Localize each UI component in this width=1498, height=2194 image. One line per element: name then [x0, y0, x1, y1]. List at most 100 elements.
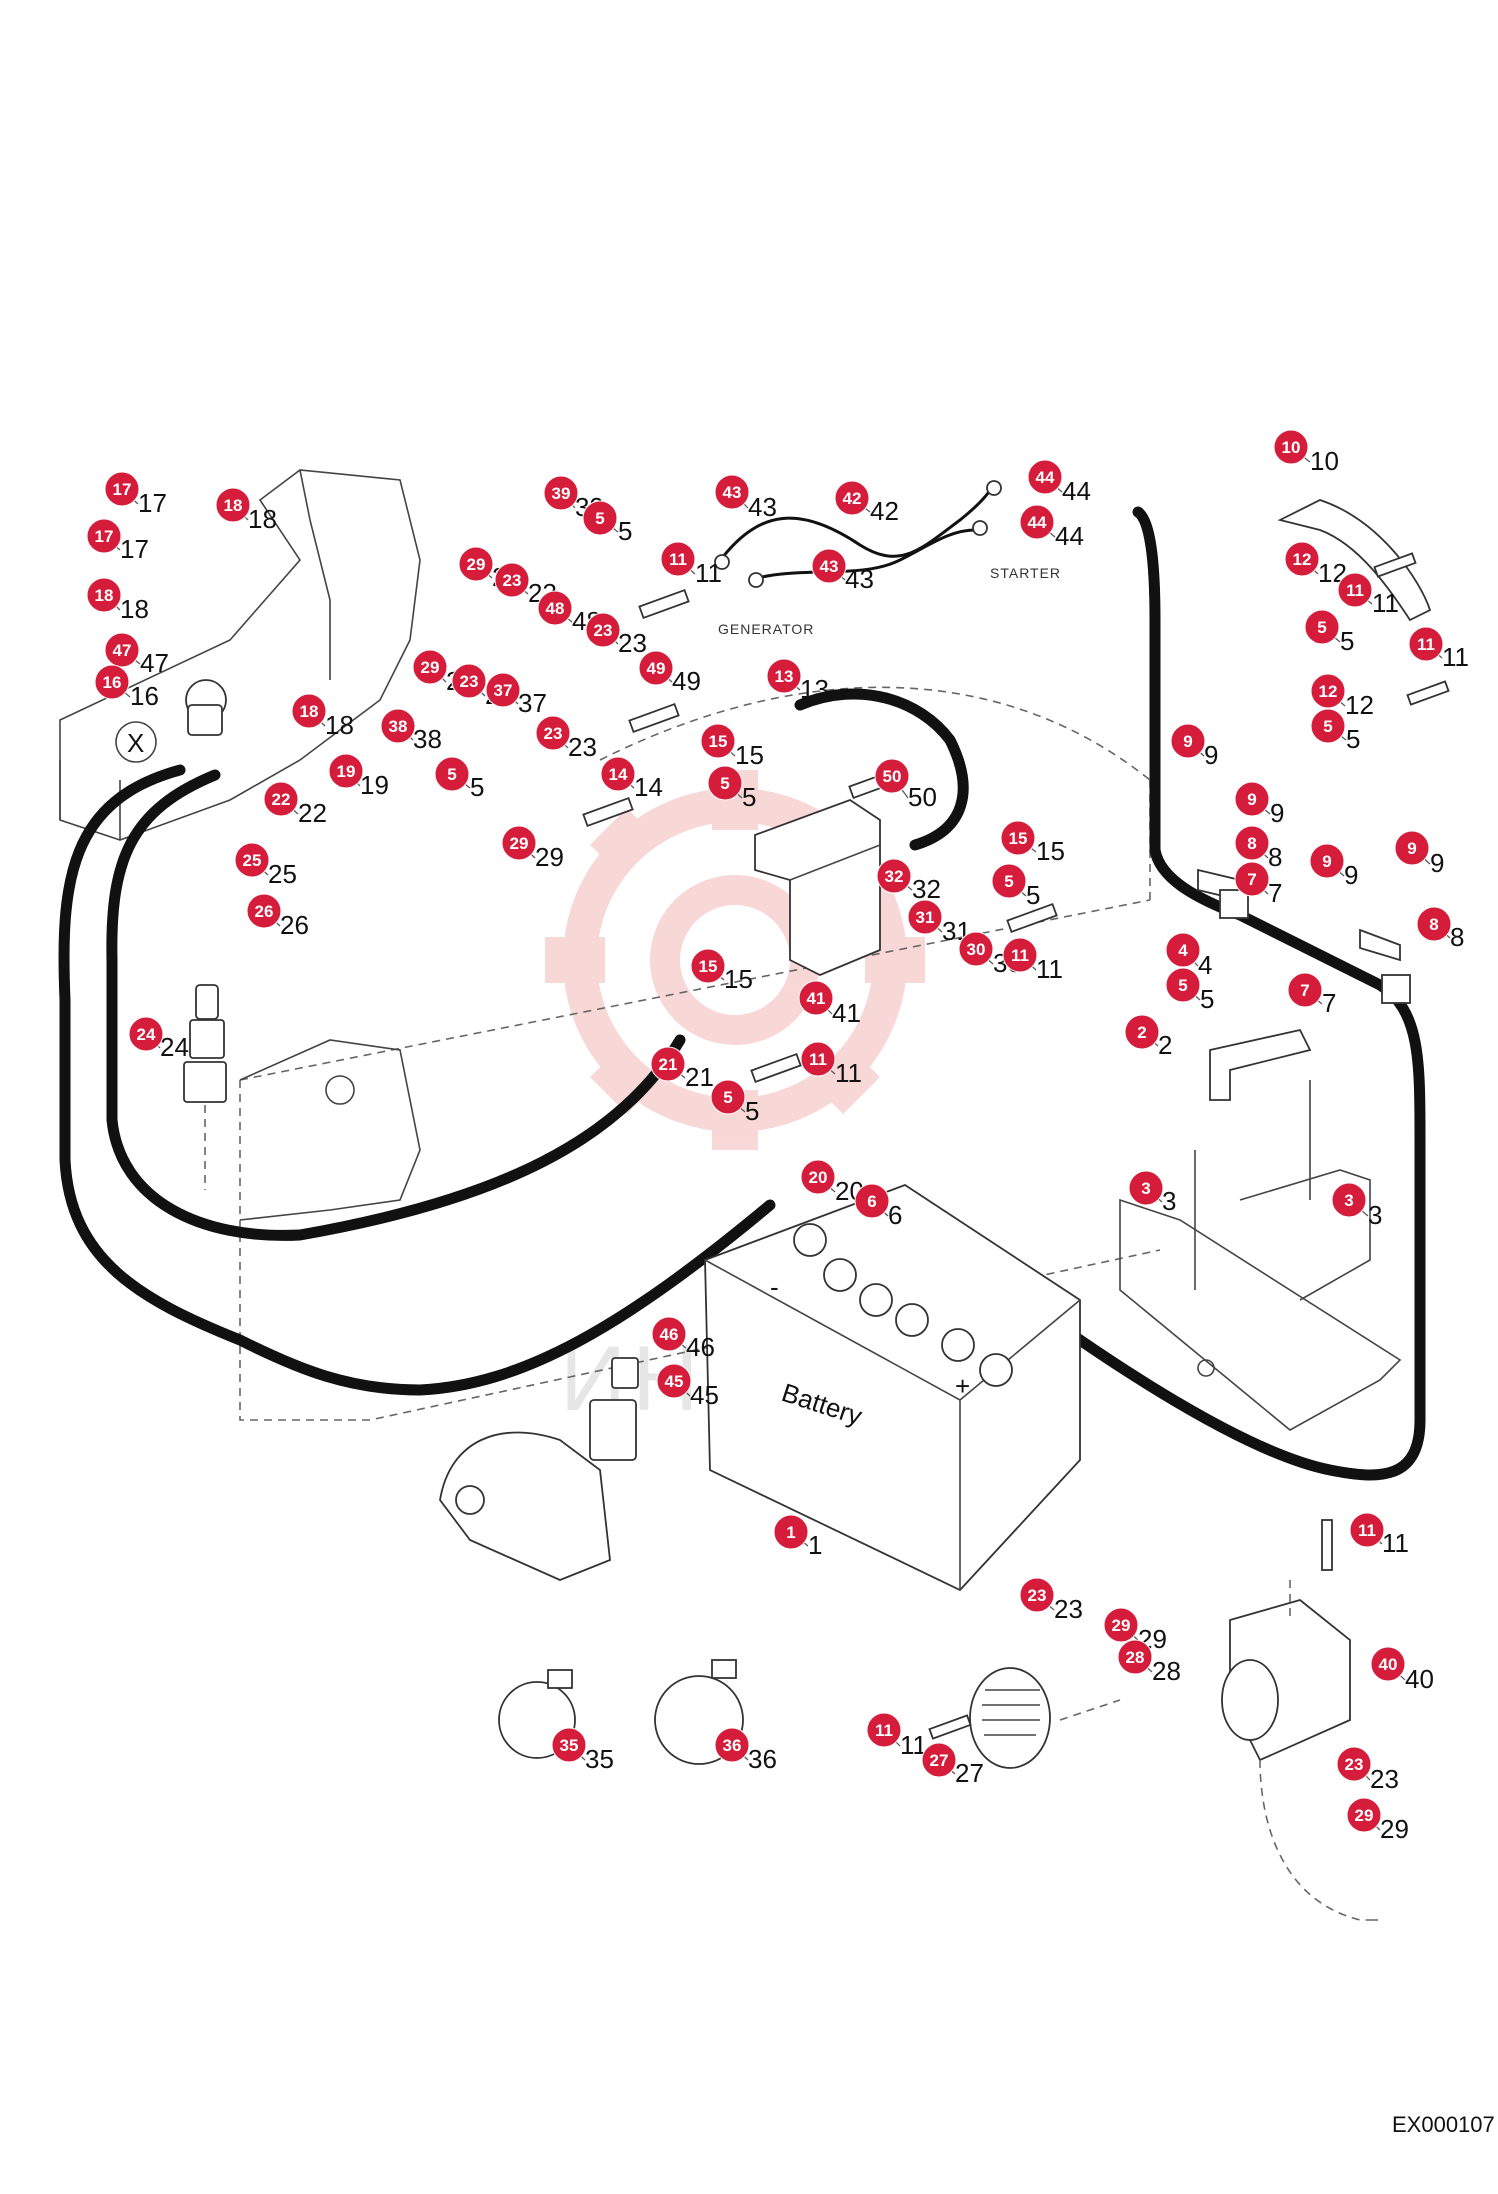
callout-badge-label: 9: [1407, 839, 1416, 858]
callout-badge-label: 11: [875, 1721, 893, 1740]
callout-badge-label: 1: [786, 1523, 795, 1542]
callout-badge: [991, 863, 1027, 899]
callout-number: 11: [1382, 1528, 1409, 1558]
callout-badge: [234, 842, 270, 878]
callout-number: 25: [268, 859, 297, 889]
callout-badge-label: 19: [337, 762, 356, 781]
callout-2: 22: [1124, 1014, 1172, 1060]
callout-layer: 1010171718181717181847471616393955434342…: [86, 429, 1469, 1844]
callout-6: 66: [854, 1183, 902, 1230]
callout-number: 18: [120, 594, 149, 624]
callout-badge-label: 23: [1028, 1586, 1047, 1605]
callout-number: 2: [1158, 1030, 1172, 1060]
callout-badge: [707, 765, 743, 801]
callout-number: 11: [1036, 954, 1063, 984]
callout-badge-label: 7: [1300, 981, 1309, 1000]
callout-number: 43: [748, 492, 777, 522]
callout-number: 4: [1198, 950, 1212, 980]
callout-badge-label: 43: [820, 557, 839, 576]
callout-badge-label: 4: [1178, 941, 1188, 960]
callout-badge: [1416, 906, 1452, 942]
callout-badge-label: 23: [503, 571, 522, 590]
callout-badge: [537, 590, 573, 626]
callout-badge: [1273, 429, 1309, 465]
callout-badge: [380, 708, 416, 744]
callout-number: 41: [832, 998, 861, 1028]
callout-badge-label: 18: [95, 586, 114, 605]
callout-number: 23: [568, 732, 597, 762]
callout-number: 6: [888, 1200, 902, 1230]
callout-8: 88: [1416, 906, 1464, 952]
callout-badge: [866, 1712, 902, 1748]
callout-11: 11 11: [1002, 937, 1063, 984]
callout-badge-label: 38: [389, 717, 408, 736]
callout-badge: [1117, 1639, 1153, 1675]
callout-badge: [86, 518, 122, 554]
callout-badge-label: 16: [103, 673, 122, 692]
callout-number: 9: [1430, 848, 1444, 878]
callout-badge: [766, 658, 802, 694]
callout-badge-label: 2: [1137, 1023, 1146, 1042]
callout-badge: [921, 1742, 957, 1778]
callout-badge: [1309, 843, 1345, 879]
generator-label: GENERATOR: [718, 621, 814, 637]
callout-badge: [1310, 708, 1346, 744]
callout-5: 55: [707, 765, 756, 812]
battery-switch: X: [115, 679, 227, 763]
callout-number: 29: [535, 842, 564, 872]
callout-7: 77: [1287, 972, 1336, 1018]
callout-badge: [1027, 459, 1063, 495]
callout-badge: [501, 825, 537, 861]
callout-badge-label: 17: [113, 480, 132, 499]
callout-badge-label: 49: [647, 659, 666, 678]
callout-badge-label: 11: [1011, 946, 1029, 965]
callout-number: 5: [745, 1096, 759, 1126]
callout-badge-label: 30: [967, 940, 986, 959]
callout-9: 99: [1309, 843, 1358, 890]
callout-badge-label: 18: [300, 702, 319, 721]
callout-badge-label: 11: [1358, 1521, 1376, 1540]
callout-number: 26: [280, 910, 309, 940]
callout-badge: [1336, 1746, 1372, 1782]
callout-4: 44: [1165, 932, 1212, 980]
callout-badge-label: 5: [1323, 717, 1332, 736]
callout-badge-label: 41: [807, 989, 826, 1008]
callout-number: 11: [1442, 642, 1469, 672]
callout-badge: [656, 1363, 692, 1399]
x-marker-label: X: [127, 728, 144, 758]
callout-badge-label: 23: [544, 724, 563, 743]
callout-badge: [543, 475, 579, 511]
callout-badge: [128, 1016, 164, 1052]
callout-number: 46: [686, 1332, 715, 1362]
callout-badge: [1331, 1182, 1367, 1218]
callout-badge-label: 24: [137, 1025, 156, 1044]
callout-badge: [451, 663, 487, 699]
callout-badge-label: 5: [447, 765, 456, 784]
callout-badge-label: 29: [421, 658, 440, 677]
callout-number: 23: [618, 628, 647, 658]
callout-badge-label: 36: [723, 1736, 742, 1755]
callout-badge-label: 6: [867, 1192, 876, 1211]
callout-badge-label: 15: [699, 957, 718, 976]
callout-badge-label: 7: [1247, 870, 1256, 889]
callout-41: 41 41: [798, 980, 861, 1028]
callout-number: 3: [1162, 1186, 1176, 1216]
callout-number: 32: [912, 874, 941, 904]
